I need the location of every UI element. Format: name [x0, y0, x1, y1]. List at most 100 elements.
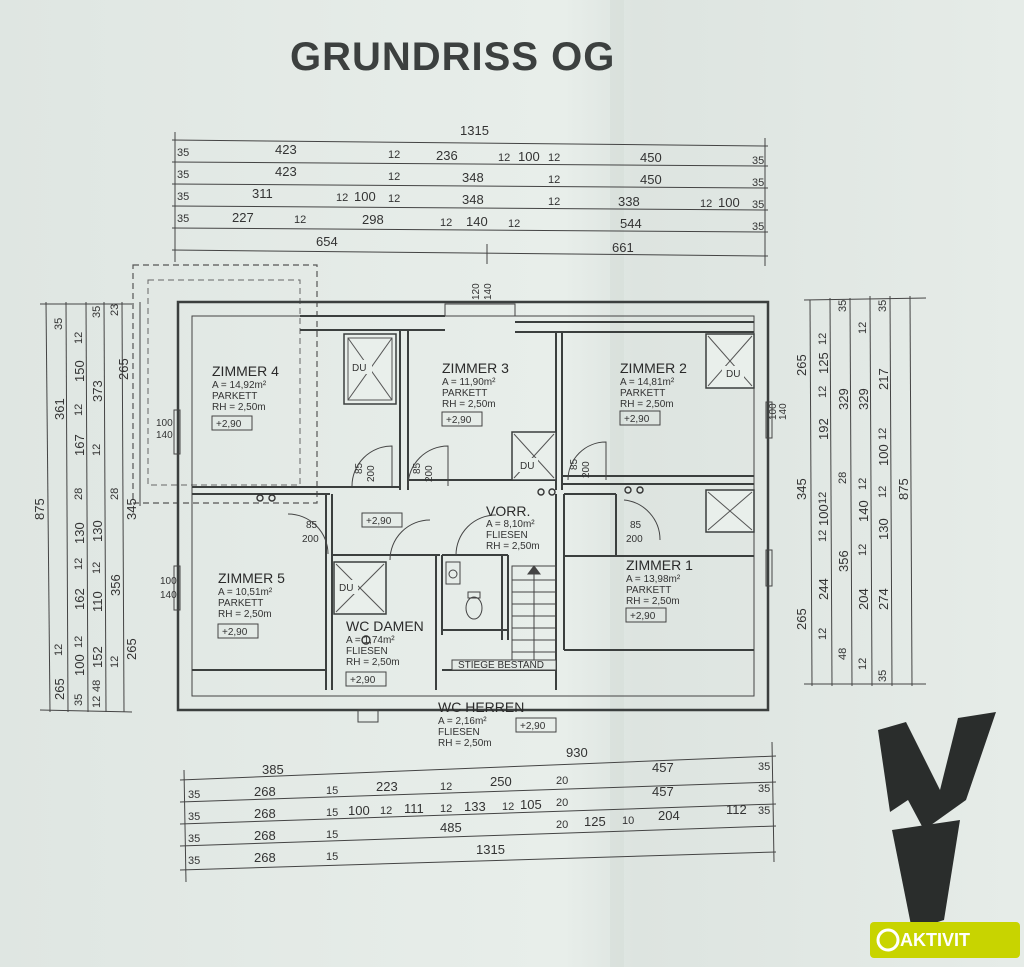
svg-text:111: 111 [404, 801, 424, 816]
level-badge: +2,90 [216, 419, 242, 430]
windows [173, 303, 773, 723]
svg-text:15: 15 [326, 829, 338, 841]
brand-logo: AKTIVIT [870, 922, 1020, 958]
svg-text:35: 35 [188, 855, 200, 867]
svg-text:RH = 2,50m: RH = 2,50m [438, 738, 492, 749]
svg-text:200: 200 [581, 461, 592, 478]
svg-text:348: 348 [462, 170, 484, 185]
svg-text:20: 20 [556, 797, 568, 809]
svg-text:12: 12 [91, 562, 103, 574]
svg-text:RH = 2,50m: RH = 2,50m [212, 402, 266, 413]
room-name: ZIMMER 2 [620, 360, 687, 376]
shower-label: DU [352, 363, 366, 374]
svg-text:12: 12 [857, 478, 869, 490]
svg-text:12: 12 [91, 444, 103, 456]
balcony-inner [147, 279, 301, 486]
window-labels: 100 140 100 140 120 140 100 140 [156, 283, 789, 601]
svg-text:35: 35 [177, 191, 189, 203]
svg-text:20: 20 [556, 775, 568, 787]
svg-text:12: 12 [857, 658, 869, 670]
svg-text:12: 12 [380, 805, 392, 817]
svg-text:274: 274 [876, 588, 891, 610]
svg-text:100: 100 [348, 803, 370, 818]
svg-text:35: 35 [752, 221, 764, 233]
svg-text:140: 140 [466, 214, 488, 229]
sink-icons [256, 486, 644, 645]
svg-text:130: 130 [72, 522, 87, 544]
svg-text:48: 48 [837, 648, 849, 660]
svg-text:140: 140 [778, 403, 789, 420]
svg-text:35: 35 [177, 213, 189, 225]
svg-text:35: 35 [188, 789, 200, 801]
level-badge: +2,90 [222, 627, 248, 638]
svg-text:12: 12 [817, 333, 829, 345]
svg-text:100: 100 [72, 654, 87, 676]
svg-text:100: 100 [816, 504, 831, 526]
svg-text:48: 48 [91, 680, 103, 692]
svg-text:28: 28 [73, 488, 85, 500]
svg-text:12: 12 [73, 404, 85, 416]
svg-text:200: 200 [626, 534, 643, 545]
svg-text:RH = 2,50m: RH = 2,50m [626, 596, 680, 607]
svg-text:192: 192 [816, 418, 831, 440]
level-badge: +2,90 [350, 675, 376, 686]
svg-text:15: 15 [326, 851, 338, 863]
svg-text:217: 217 [876, 368, 891, 390]
svg-text:200: 200 [366, 465, 377, 482]
svg-text:457: 457 [652, 784, 674, 799]
level-badge: +2,90 [624, 414, 650, 425]
room-zimmer-5: ZIMMER 5 A = 10,51m² PARKETT RH = 2,50m … [217, 570, 285, 639]
svg-text:35: 35 [758, 805, 770, 817]
room-name: ZIMMER 3 [442, 360, 509, 376]
svg-text:12: 12 [817, 492, 829, 504]
svg-text:140: 140 [483, 283, 494, 300]
svg-text:152: 152 [90, 646, 105, 668]
svg-text:FLIESEN: FLIESEN [438, 727, 480, 738]
svg-text:348: 348 [462, 192, 484, 207]
svg-text:12: 12 [388, 171, 400, 183]
svg-text:450: 450 [640, 172, 662, 187]
svg-text:A = 13,98m²: A = 13,98m² [626, 574, 681, 585]
room-name: WC HERREN [438, 699, 524, 715]
svg-text:12: 12 [508, 218, 520, 230]
svg-text:A = 14,92m²: A = 14,92m² [212, 380, 267, 391]
svg-text:12: 12 [857, 544, 869, 556]
toilet-icon [445, 561, 483, 620]
svg-text:1315: 1315 [476, 842, 505, 857]
shower-label: DU [726, 369, 740, 380]
svg-text:200: 200 [424, 465, 435, 482]
svg-text:35: 35 [758, 783, 770, 795]
svg-text:150: 150 [72, 360, 87, 382]
shower-zimmer1 [705, 489, 755, 533]
svg-text:236: 236 [436, 148, 458, 163]
svg-text:244: 244 [816, 578, 831, 600]
svg-text:100: 100 [156, 418, 173, 429]
svg-text:35: 35 [752, 199, 764, 211]
svg-text:12: 12 [73, 332, 85, 344]
svg-text:35: 35 [752, 155, 764, 167]
svg-text:A = 8,10m²: A = 8,10m² [486, 519, 535, 530]
svg-text:12: 12 [440, 781, 452, 793]
svg-text:423: 423 [275, 164, 297, 179]
svg-text:A = 2,16m²: A = 2,16m² [438, 716, 487, 727]
svg-text:875: 875 [896, 478, 911, 500]
left-dimension-chain [39, 301, 141, 713]
svg-text:85: 85 [569, 458, 580, 470]
svg-text:12: 12 [817, 386, 829, 398]
svg-text:12: 12 [877, 428, 889, 440]
level-badge: +2,90 [366, 516, 392, 527]
svg-text:A = 10,51m²: A = 10,51m² [218, 587, 273, 598]
svg-text:12: 12 [388, 149, 400, 161]
svg-text:12: 12 [857, 322, 869, 334]
svg-text:AKTIVIT: AKTIVIT [900, 930, 970, 950]
svg-text:12: 12 [440, 803, 452, 815]
svg-text:130: 130 [876, 518, 891, 540]
svg-text:RH = 2,50m: RH = 2,50m [486, 541, 540, 552]
svg-text:112: 112 [726, 802, 747, 817]
svg-text:A = 1,74m²: A = 1,74m² [346, 635, 395, 646]
svg-text:167: 167 [72, 434, 87, 456]
stair-label: STIEGE BESTAND [458, 660, 544, 671]
svg-text:200: 200 [302, 534, 319, 545]
